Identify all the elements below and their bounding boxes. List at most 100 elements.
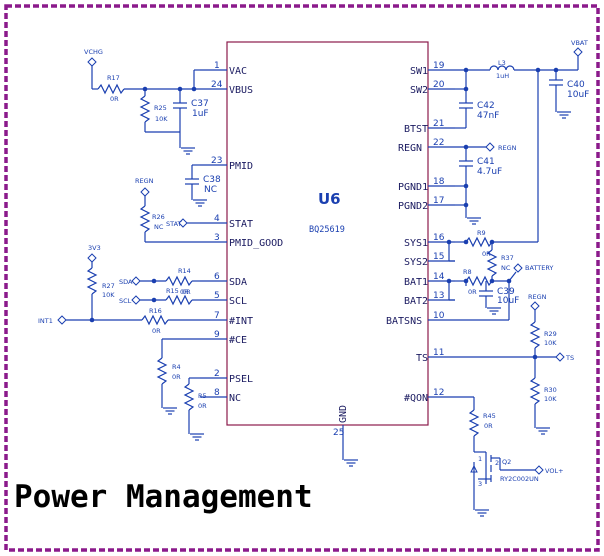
sheet-border — [4, 4, 600, 552]
left-pins: 1 VAC 24 VBUS 23 PMID 4 STAT 3 PMID_GOOD… — [211, 61, 283, 404]
r26-net: REGN R26 NC STAT — [135, 177, 200, 243]
pin-num: 21 — [433, 119, 444, 129]
pin-num: 3 — [214, 233, 220, 243]
pin-num: 11 — [433, 348, 444, 358]
r4-val: 0R — [172, 373, 181, 381]
r37-val: NC — [501, 264, 511, 272]
pin-name: BAT2 — [404, 296, 428, 307]
pin-name: SYS1 — [404, 238, 428, 249]
ic-body — [226, 41, 429, 426]
pin-num: 14 — [433, 272, 445, 282]
sda-net: SDA R14 0R — [119, 267, 200, 296]
r4: R4 0R — [156, 338, 200, 415]
right-pin-stubs — [428, 69, 455, 398]
r25-val: 10K — [155, 115, 168, 123]
q2-ref: Q2 — [502, 458, 511, 466]
c37-ref: C37 — [191, 99, 209, 109]
r16-ref: R16 — [149, 307, 162, 315]
sw-net: L3 1uH VBAT C40 10uF — [455, 39, 589, 242]
c38-val: NC — [204, 185, 217, 195]
qon-net: R45 0R VOL+ Q2 RY2C002UN 1 2 3 — [455, 396, 564, 517]
pin-num: 16 — [433, 233, 445, 243]
l3-val: 1uH — [496, 72, 509, 80]
pin-num: 15 — [433, 252, 444, 262]
c41: REGN C41 4.7uF — [455, 142, 517, 225]
r25: R25 10K — [139, 89, 180, 133]
pin-name: REGN — [398, 143, 422, 154]
pin-name: NC — [229, 393, 241, 404]
r45-val: 0R — [484, 422, 493, 430]
c42: C42 47nF — [455, 89, 499, 129]
pin-name: PMID_GOOD — [229, 238, 283, 249]
pin-name: SW1 — [410, 66, 428, 77]
pin-num: 9 — [214, 330, 220, 340]
r16-val: 0R — [152, 327, 161, 335]
int-net: INT1 R16 0R — [38, 307, 200, 335]
r5-ref: R5 — [198, 392, 207, 400]
c39-val: 10uF — [497, 296, 519, 306]
r14-val: 0R — [182, 288, 191, 296]
vbat-label: VBAT — [571, 39, 588, 47]
scl-label: SCL — [119, 297, 132, 305]
pin-num: 13 — [433, 291, 444, 301]
pin-num: 18 — [433, 177, 445, 187]
c40-ref: C40 — [567, 80, 585, 90]
r27-ref: R27 — [102, 282, 115, 290]
pin-name: #INT — [229, 316, 253, 327]
r15-val: 0R — [180, 288, 189, 296]
r37: R37 NC — [486, 242, 514, 281]
v3v3-label: 3V3 — [88, 244, 101, 252]
regn-label-1: REGN — [135, 177, 154, 185]
r5-val: 0R — [198, 402, 207, 410]
pin-name: VAC — [229, 66, 247, 77]
pin-num: 8 — [214, 388, 220, 398]
pin-num: 1 — [214, 61, 220, 71]
r8-ref: R8 — [463, 268, 472, 276]
regn-label-3: REGN — [528, 293, 547, 301]
r30-val: 10K — [544, 395, 557, 403]
r26-ref: R26 — [152, 213, 165, 221]
c37: C37 1uF — [173, 89, 209, 155]
c38: C38 NC — [185, 164, 221, 207]
q2-pin3: 3 — [478, 480, 482, 488]
pin-name: BTST — [404, 124, 428, 135]
r5: R5 0R — [183, 377, 207, 441]
pin-num: 17 — [433, 196, 444, 206]
c42-val: 47nF — [477, 111, 499, 121]
r29-val: 10K — [544, 339, 557, 347]
ts-net: REGN R29 10K TS R30 10K — [455, 293, 574, 435]
left-pin-stubs — [200, 69, 227, 398]
pin-num: 6 — [214, 272, 220, 282]
pin-name: #CE — [229, 335, 247, 346]
r9-val: 0R — [482, 250, 491, 258]
pin-num: 10 — [433, 311, 445, 321]
pin-num: 20 — [433, 80, 445, 90]
vol-label: VOL+ — [545, 467, 564, 475]
r15-ref: R15 — [166, 287, 179, 295]
pin-name: VBUS — [229, 85, 253, 96]
pin-name: SCL — [229, 296, 247, 307]
r37-ref: R37 — [501, 254, 514, 262]
r27-net: 3V3 R27 10K — [86, 244, 115, 323]
r17-resistor — [97, 83, 125, 95]
ts-label: TS — [565, 354, 574, 362]
sheet-title: Power Management — [14, 479, 313, 515]
ic-part: BQ25619 — [309, 225, 345, 235]
right-pins: 19 SW1 20 SW2 21 BTST 22 REGN 18 PGND1 1… — [386, 61, 445, 404]
c42-ref: C42 — [477, 101, 495, 111]
pin-name: #QON — [404, 393, 428, 404]
pin-num: 5 — [214, 291, 220, 301]
pin-num: 7 — [214, 311, 220, 321]
pin-num: 12 — [433, 388, 444, 398]
bat-net: R8 0R BATTERY C39 10uF — [446, 263, 553, 321]
gnd-pin-name: GND — [338, 405, 349, 423]
r17-val: 0R — [110, 95, 119, 103]
pin-num: 22 — [433, 138, 444, 148]
r26-val: NC — [154, 223, 164, 231]
pin-name: STAT — [229, 219, 253, 230]
r25-ref: R25 — [154, 104, 167, 112]
pin-num: 24 — [211, 80, 223, 90]
vchg-net: VCHG R17 0R — [84, 48, 200, 103]
pin-name: PMID — [229, 161, 253, 172]
